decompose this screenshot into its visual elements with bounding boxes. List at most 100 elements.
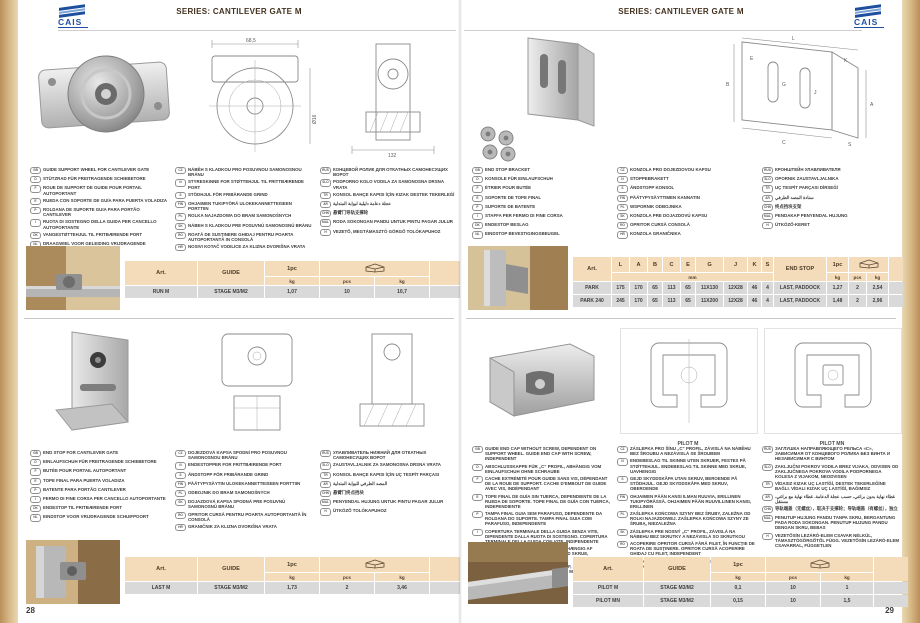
language-code-badge: MAL: [762, 515, 773, 523]
language-code-badge: RO: [175, 511, 186, 519]
cell-pcs: 10: [320, 286, 374, 298]
lang-text: VİDASIZ KIZAK UÇ LASTİĞİ, DESTEK TEKERLE…: [775, 481, 886, 492]
table-row: PARK 240 245 170 65 113 65 11X200 12X28 …: [573, 295, 903, 307]
col-empty: [874, 557, 908, 581]
cell-pcs: 10: [766, 595, 820, 607]
language-code-badge: PL: [175, 489, 186, 498]
table-row: RUN M STAGE M3/M2 1,07 10 10,7: [125, 286, 464, 298]
lang-text: EINDSTOP BEVESTIGINGSBEUGEL: [485, 231, 560, 237]
language-code-badge: E: [30, 477, 41, 485]
cell-art: LAST M: [125, 582, 197, 594]
language-code-badge: D: [472, 463, 483, 471]
col-art: Art.: [125, 261, 197, 285]
cell-kg-total: 2,54: [867, 282, 888, 294]
language-code-badge: I: [30, 495, 41, 504]
lang-text: VEZETŐ, MEGTÁMASZTÓ GÖRGŐ TOLÓKAPUHOZ: [333, 228, 441, 234]
col-guide: GUIDE: [198, 557, 264, 581]
svg-text:S: S: [848, 142, 852, 148]
lang-text: ZAŚLEPKA KOŃCOWA SZYNY BEZ ŚRUBY, ZALEŻN…: [630, 511, 751, 527]
lang-text: PENDAKAP PENYENDAL HUJUNG: [775, 212, 848, 218]
svg-text:G: G: [782, 82, 786, 88]
cell-pcs: 2: [849, 295, 866, 307]
drawing-pilot-mn: [764, 328, 902, 434]
col-dim-c: C: [663, 257, 680, 272]
lang-text: STYRESKINNE FOR STØTTEHJUL TIL FRITTBÆRE…: [188, 179, 304, 190]
language-code-badge: P: [472, 203, 483, 211]
cell-kg-total: 1: [821, 582, 873, 594]
cell-endstop: LAST, PADDOCK: [774, 295, 826, 307]
lang-text: سنادة المصد الطرفي: [775, 194, 814, 200]
lang-text: GUIDE SUPPORT WHEEL FOR CANTILEVER GATE: [43, 167, 150, 172]
lang-text: ÜTKÖZŐ-KERET: [775, 222, 810, 228]
language-code-badge: AR: [762, 194, 773, 202]
lang-text: 导轨端盖（无螺丝），取决于支撑轮；导轨端盖（有螺丝），独立: [775, 505, 898, 511]
cell-kg-total: 10,7: [375, 286, 429, 298]
cell-kg-unit: 1,48: [827, 295, 848, 307]
lang-text: عجلة دعامة دليلية لبوابة المتدلية: [333, 200, 391, 206]
cell-j: 12X28: [724, 295, 747, 307]
cell-a: 170: [630, 282, 647, 294]
drawing-front-view: 132: [330, 34, 458, 160]
cell-endstop: LAST, PADDOCK: [774, 282, 826, 294]
lang-text: DOJEZDOVÁ KAPSA SPODNÍ PRO POSUVNOU SAMO…: [188, 450, 287, 461]
lang-text: ENDESTOP BESLAG: [485, 222, 529, 228]
language-code-badge: GB: [472, 446, 483, 454]
cell-kg-unit: 0,1: [711, 582, 765, 594]
lang-text: ЗАГЛУШКА НАПРАВЛЯЮЩЕГО РЕЛЬСА «С», ЗАВИС…: [775, 446, 891, 462]
language-code-badge: RUS: [762, 446, 773, 454]
lang-text: PÄÄTYPYSÄYTTIMEN KANNATIN: [630, 194, 700, 200]
lang-text: CACHE EXTRÉMITÉ POUR GUIDE SANS VIS, DÉP…: [485, 475, 608, 492]
lang-text: TOPE FINAL DE GUÍA SIN TUERCA, DEPENDIEN…: [485, 493, 610, 509]
application-photo-run: [26, 246, 120, 310]
lang-text: OHJAIMEN PÄÄN KANSI ILMAN RUUVIA, ERILLI…: [630, 493, 751, 509]
lang-text: ÄNDSTOPP KONSOL: [630, 185, 675, 191]
svg-text:E: E: [750, 56, 754, 62]
cais-logo: CAIS: [58, 4, 102, 28]
language-code-badge: TR: [320, 191, 331, 199]
lang-text: ZAKLJUČNI POKROV VODILA BREZ VIJAKA, ODV…: [775, 463, 899, 479]
lang-text: غطاء نهاية بدون براغي، حسب عجلة الدعامة.…: [775, 493, 896, 504]
language-code-badge: SLO: [320, 179, 331, 187]
lang-text: OPRITOR CURSĂ CONSOLĂ: [630, 222, 690, 228]
cell-a: 170: [630, 295, 647, 307]
language-code-badge: SK: [175, 222, 186, 230]
sub-kg: kg: [265, 277, 319, 285]
svg-text:K: K: [844, 58, 848, 64]
table-row: PILOT M STAGE M3/M2 0,1 10 1: [573, 582, 908, 594]
page-right: CAIS SERIES: CANTILEVER GATE M: [460, 0, 908, 623]
product-photo-guide-support-wheel: [30, 34, 180, 160]
language-code-badge: H: [762, 532, 773, 540]
sub-kg: kg: [867, 273, 888, 281]
header-rule: [58, 30, 456, 31]
svg-text:132: 132: [388, 153, 397, 159]
lang-text: SOPORTE DE TOPE FINAL: [485, 194, 542, 200]
cell-guide: STAGE M3/M2: [198, 286, 264, 298]
product-photo-guide-end-cap: [474, 328, 604, 428]
lang-text: END STOP FOR CANTILEVER GATE: [43, 450, 119, 455]
drawing-side-view: 68,5 Ø16: [194, 34, 320, 160]
table-row: PILOT MN STAGE M3/M2 0,15 10 1,5: [573, 595, 908, 607]
carton-icon: [320, 557, 429, 572]
